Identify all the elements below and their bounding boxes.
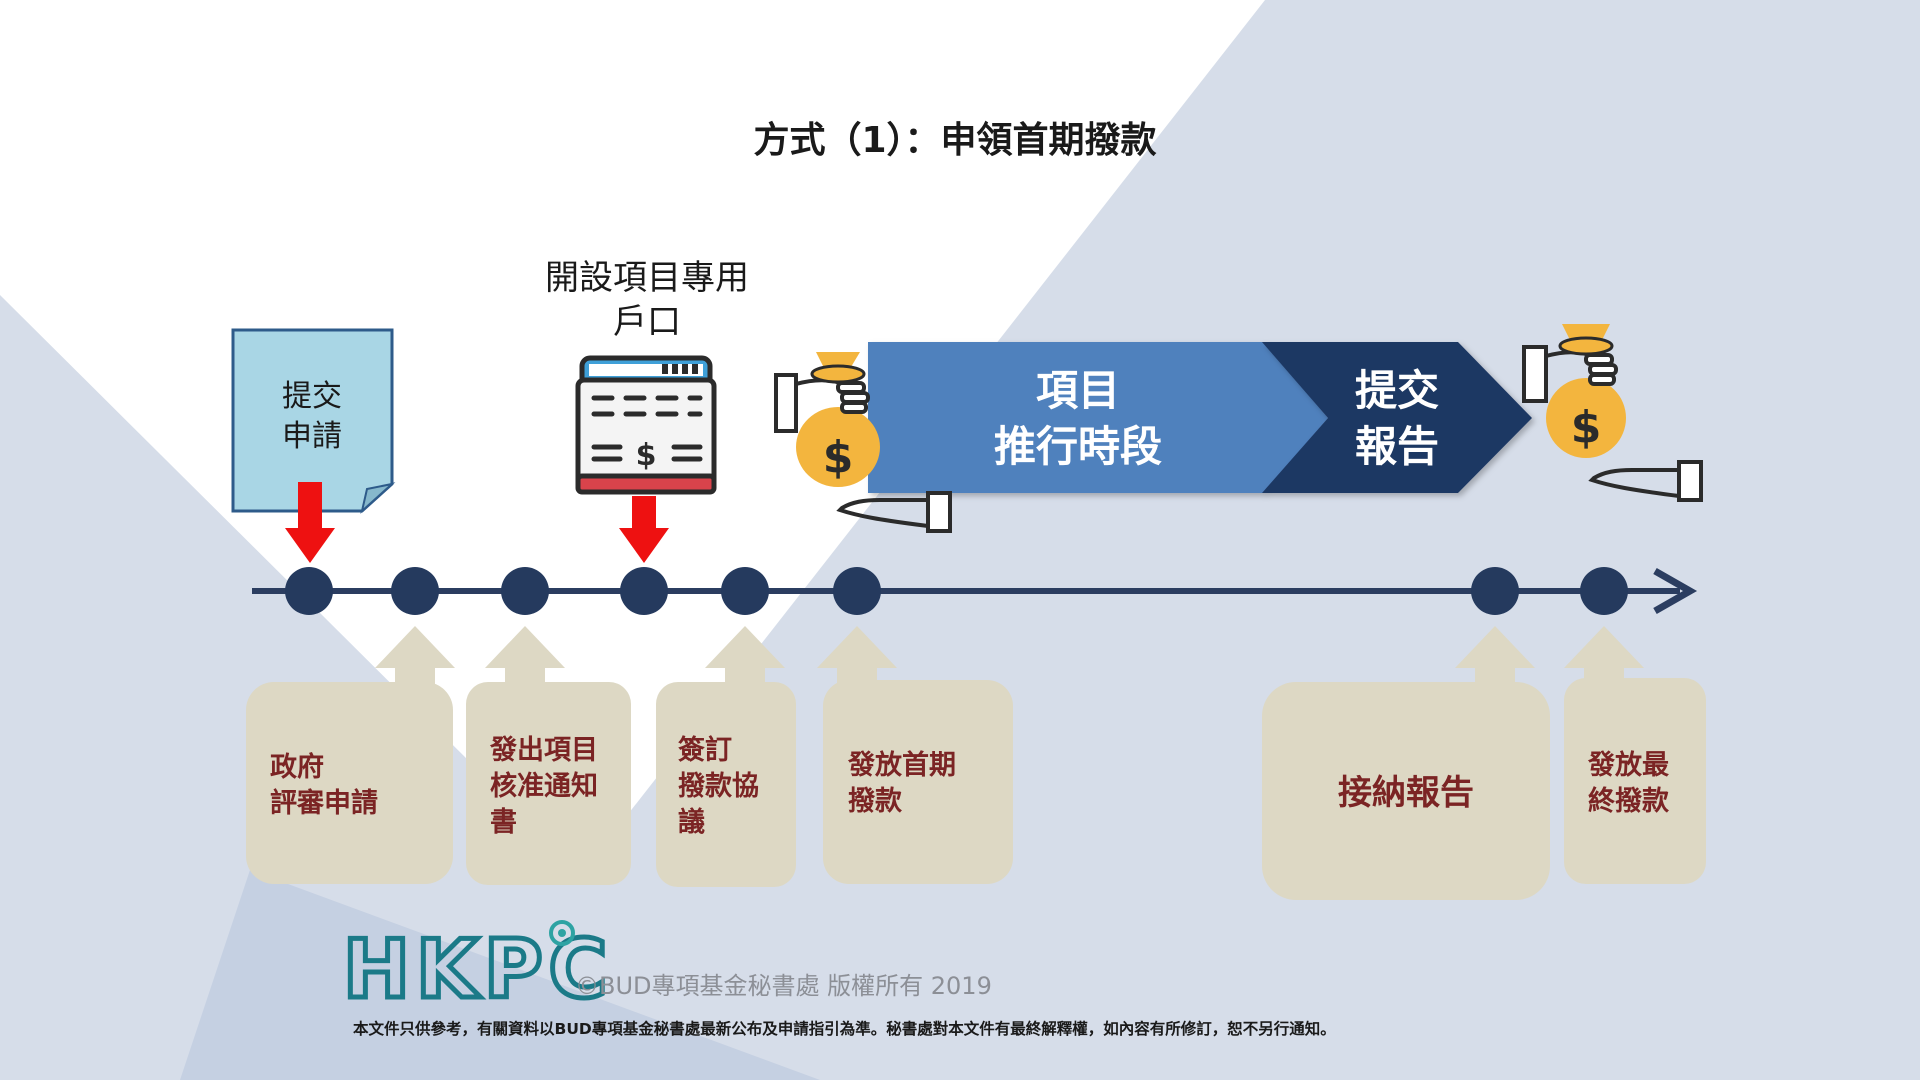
- money-bag-hand-icon-right: $: [1522, 324, 1703, 502]
- step-4-line2: 撥款: [848, 786, 903, 817]
- step-2-line3: 書: [490, 807, 517, 838]
- submit-application-note: 提交 申請: [231, 328, 396, 514]
- step-callout-3: 簽訂 撥款協 議: [656, 626, 796, 887]
- account-label-line1: 開設項目專用: [545, 258, 749, 298]
- note-fold: [360, 482, 396, 514]
- account-label-line2: 戶口: [613, 302, 681, 342]
- bank-terminal-icon: $: [575, 355, 717, 495]
- timeline-node-5: [721, 567, 769, 615]
- timeline-node-6: [833, 567, 881, 615]
- timeline-node-8: [1580, 567, 1628, 615]
- step-3-line3: 議: [678, 807, 705, 838]
- hkpc-logo: HKPC: [341, 920, 613, 1019]
- step-1-line2: 評審申請: [270, 787, 378, 819]
- timeline-node-1: [285, 567, 333, 615]
- step-1-line1: 政府: [270, 751, 324, 783]
- step-6-line2: 終撥款: [1588, 785, 1670, 817]
- bank-currency-symbol: $: [636, 438, 657, 473]
- step-5-line1: 接納報告: [1338, 773, 1474, 813]
- step-callout-2: 發出項目 核准通知 書: [466, 626, 631, 885]
- step-3-line2: 撥款協: [678, 771, 759, 802]
- timeline-node-7: [1471, 567, 1519, 615]
- logo-mark: [549, 920, 575, 946]
- timeline-node-3: [501, 567, 549, 615]
- submit-report-arrow: [1262, 342, 1532, 493]
- step-callout-5: 接納報告: [1262, 626, 1550, 900]
- note-line1: 提交: [282, 379, 342, 414]
- red-down-arrow-submit: [285, 482, 335, 563]
- step-2-line2: 核准通知: [490, 770, 598, 802]
- step-callout-1: 政府 評審申請: [246, 626, 455, 884]
- timeline-node-2: [391, 567, 439, 615]
- step-2-line1: 發出項目: [489, 735, 598, 766]
- step-callout-4: 發放首期 撥款: [817, 626, 1013, 884]
- money-bag-hand-icon-left: $: [774, 352, 952, 533]
- submit-report-line2: 報告: [1355, 422, 1439, 471]
- svg-text:$: $: [1571, 402, 1602, 453]
- step-4-line1: 發放首期: [847, 749, 956, 781]
- note-line2: 申請: [282, 419, 342, 454]
- step-6-line1: 發放最: [1587, 749, 1669, 781]
- project-period-line1: 項目: [1036, 366, 1120, 415]
- background-bottom-band: [180, 870, 820, 1080]
- copyright-text: ©BUD專項基金秘書處 版權所有 2019: [575, 972, 992, 1000]
- project-period-arrow: [868, 342, 1328, 493]
- step-callout-6: 發放最 終撥款: [1564, 626, 1706, 884]
- step-3-line1: 簽訂: [678, 734, 732, 766]
- timeline-arrowhead: [1653, 567, 1698, 615]
- submit-report-line1: 提交: [1355, 366, 1439, 415]
- logo-text: HKPC: [343, 923, 613, 1016]
- red-down-arrow-account: [619, 496, 669, 563]
- disclaimer-text: 本文件只供參考，有關資料以BUD專項基金秘書處最新公布及申請指引為準。秘書處對本…: [353, 1019, 1336, 1038]
- timeline-node-4: [620, 567, 668, 615]
- timeline: [252, 567, 1698, 615]
- page-title: 方式（1）：申領首期撥款: [753, 119, 1156, 161]
- project-period-line2: 推行時段: [994, 422, 1162, 471]
- svg-text:$: $: [823, 432, 854, 483]
